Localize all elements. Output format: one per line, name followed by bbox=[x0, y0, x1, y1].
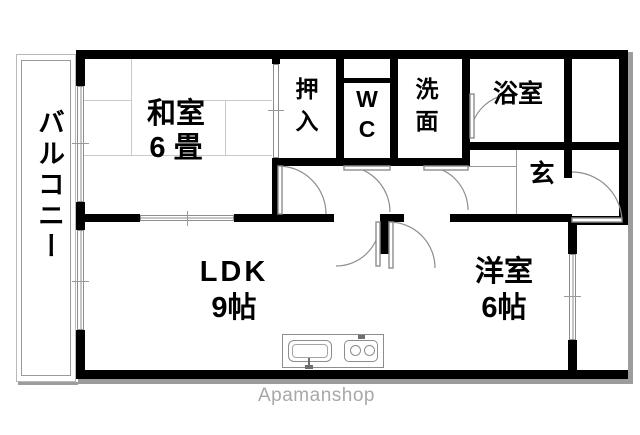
room-label-senmen-line2: 面 bbox=[415, 108, 439, 134]
door-wc-corridor[interactable] bbox=[343, 165, 391, 213]
door-senmen-corridor[interactable] bbox=[423, 165, 469, 211]
interior-wall-corridor-south-left bbox=[272, 214, 334, 222]
room-label-oshiire-line2: 入 bbox=[295, 108, 319, 134]
interior-wall-washitsu-east-bottom bbox=[272, 158, 280, 218]
door-entrance[interactable] bbox=[571, 171, 623, 223]
interior-wall-bath-east bbox=[564, 50, 572, 150]
room-label-yoshitsu-line1: 洋室 bbox=[474, 256, 533, 288]
kitchen-sink-basin bbox=[292, 344, 328, 358]
window-yoshitsu-east[interactable] bbox=[569, 254, 576, 340]
room-label-wc-line2: C bbox=[358, 116, 376, 142]
exterior-wall-right-yoshitsu-bottom bbox=[568, 340, 577, 379]
interior-wall-genkan-east bbox=[564, 150, 572, 178]
interior-wall-post-between-doors bbox=[380, 214, 389, 254]
interior-wall-bath-south bbox=[462, 142, 572, 150]
exterior-wall-right-yoshitsu-top bbox=[568, 216, 577, 254]
interior-wall-senmen-east bbox=[462, 50, 470, 166]
kitchen-faucet bbox=[308, 358, 310, 367]
toilet-tank bbox=[344, 78, 390, 83]
tatami-line bbox=[84, 100, 131, 101]
exterior-wall-left-lower bbox=[76, 330, 85, 379]
interior-wall-senmen-south bbox=[390, 158, 470, 166]
door-bathroom[interactable] bbox=[469, 93, 515, 139]
room-label-senmen-line1: 洗 bbox=[415, 76, 439, 102]
interior-wall-ne-closet-south bbox=[564, 142, 628, 150]
interior-wall-washitsu-east-top bbox=[272, 50, 280, 64]
room-label-genkan: 玄 bbox=[529, 160, 555, 188]
window-sash-tick bbox=[72, 143, 89, 144]
stove-burner bbox=[364, 345, 375, 356]
room-label-ldk-line2: 9帖 bbox=[211, 292, 257, 324]
stove-burner bbox=[350, 345, 361, 356]
exterior-wall-left-upper bbox=[76, 50, 85, 86]
stove-knob bbox=[358, 335, 365, 339]
room-label-oshiire-line1: 押 bbox=[295, 76, 319, 102]
door-yoshitsu[interactable] bbox=[388, 221, 436, 269]
sliding-door-oshiire[interactable] bbox=[273, 64, 279, 158]
door-ldk[interactable] bbox=[335, 221, 381, 267]
plan-shadow-bottom bbox=[78, 379, 630, 384]
partition-genkan-step bbox=[516, 150, 517, 214]
exterior-wall-top bbox=[76, 50, 628, 59]
door-oshiire-corridor[interactable] bbox=[277, 165, 327, 215]
interior-wall-oshiire-east bbox=[336, 50, 344, 166]
interior-wall-wc-east bbox=[390, 50, 398, 166]
window-sash-tick bbox=[564, 296, 581, 297]
interior-wall-corridor-south-center bbox=[380, 214, 404, 222]
room-label-yoshitsu-line2: 6帖 bbox=[481, 292, 527, 324]
kitchen-sink bbox=[288, 340, 332, 362]
interior-wall-ldk-north-left bbox=[84, 214, 140, 222]
room-label-yokushitsu: 浴室 bbox=[492, 80, 543, 108]
tatami-line bbox=[84, 155, 272, 156]
interior-wall-oshiire-south bbox=[272, 158, 344, 166]
room-label-ldk-line1: LDK bbox=[199, 256, 269, 288]
room-washitsu-floor bbox=[84, 58, 272, 214]
partition-hall-line bbox=[462, 166, 516, 167]
room-label-washitsu-line2: 6 畳 bbox=[149, 132, 203, 164]
window-washitsu-balcony[interactable] bbox=[77, 86, 84, 202]
interior-wall-corridor-south-right bbox=[450, 214, 572, 222]
watermark: Apamanshop bbox=[258, 385, 375, 406]
balcony-inner-outline bbox=[21, 60, 71, 376]
interior-wall-ldk-north-right bbox=[234, 214, 272, 222]
room-corridor-floor bbox=[272, 166, 576, 214]
tatami-line bbox=[225, 100, 226, 155]
window-sash-tick bbox=[72, 281, 89, 282]
sliding-door-sash-tick bbox=[268, 110, 284, 111]
balcony-shadow-bottom bbox=[18, 382, 78, 385]
window-ldk-balcony[interactable] bbox=[77, 230, 84, 330]
room-label-wc-line1: W bbox=[356, 86, 378, 112]
plan-shadow-right bbox=[628, 52, 633, 384]
interior-wall-wc-south bbox=[336, 158, 398, 166]
exterior-wall-bottom bbox=[76, 370, 628, 379]
exterior-wall-right-upper bbox=[619, 50, 628, 216]
tatami-line bbox=[131, 58, 132, 155]
room-label-balcony: バルコニー bbox=[34, 108, 64, 263]
sliding-door-sash-tick bbox=[187, 211, 188, 226]
exterior-wall-left-mid bbox=[76, 202, 85, 230]
room-label-washitsu-line1: 和室 bbox=[146, 98, 205, 130]
kitchen-faucet-base bbox=[305, 365, 313, 369]
